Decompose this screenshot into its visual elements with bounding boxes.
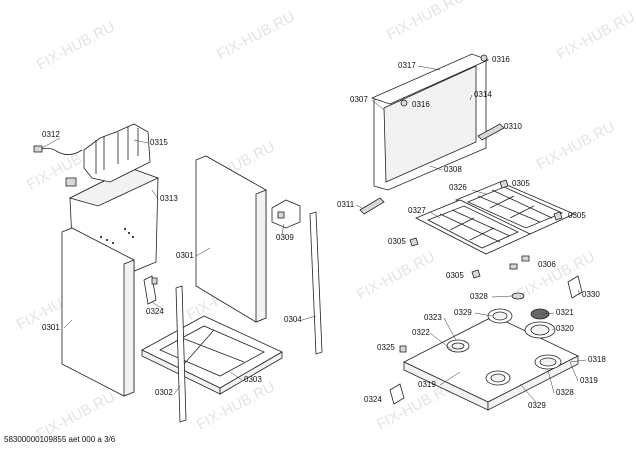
label-0330: 0330 xyxy=(582,290,600,299)
label-0308: 0308 xyxy=(444,165,462,174)
watermark-text: FIX-HUB.RU xyxy=(384,0,468,44)
hinge-0311 xyxy=(359,197,385,215)
label-0303: 0303 xyxy=(244,375,262,384)
watermark-text: FIX-HUB.RU xyxy=(354,248,438,303)
foot-0305-c xyxy=(409,237,419,247)
foot-0305-d xyxy=(471,269,481,279)
label-0325: 0325 xyxy=(377,343,395,352)
label-0305-c: 0305 xyxy=(388,237,406,246)
label-0309: 0309 xyxy=(276,233,294,242)
label-0322: 0322 xyxy=(412,328,430,337)
label-0302: 0302 xyxy=(155,388,173,397)
bracket-0324-bottom xyxy=(389,383,405,405)
label-0301-left: 0301 xyxy=(42,323,60,332)
label-0314: 0314 xyxy=(474,90,492,99)
rail-0302 xyxy=(175,285,187,423)
label-0311: 0311 xyxy=(337,200,355,209)
label-0315: 0315 xyxy=(150,138,168,147)
label-0329-top: 0329 xyxy=(454,308,472,317)
label-0313: 0313 xyxy=(160,194,178,203)
hinge-0316-mid xyxy=(400,99,408,107)
burners xyxy=(446,292,562,386)
footer-code: 58300000109855 aet 000 a 3/6 xyxy=(4,435,116,444)
label-0328-top: 0328 xyxy=(470,292,488,301)
watermark-text: FIX-HUB.RU xyxy=(34,18,118,73)
side-panel-0301-left xyxy=(61,227,135,397)
foot-0306 xyxy=(509,255,530,270)
label-0328-bot: 0328 xyxy=(556,388,574,397)
bracket-0324-mid xyxy=(143,275,158,305)
label-0324-bot: 0324 xyxy=(364,395,382,404)
label-0319-right: 0319 xyxy=(580,376,598,385)
hinge-0310 xyxy=(477,123,505,141)
hinge-0316-top xyxy=(480,54,488,62)
glass-lid-0314 xyxy=(370,53,490,191)
foot-0305-a xyxy=(499,179,509,189)
label-0305-a: 0305 xyxy=(512,179,530,188)
label-0316-mid: 0316 xyxy=(412,100,430,109)
label-0305-d: 0305 xyxy=(446,271,464,280)
rear-frame-0315 xyxy=(65,123,151,187)
label-0320: 0320 xyxy=(556,324,574,333)
label-0306: 0306 xyxy=(538,260,556,269)
grate-0327 xyxy=(415,199,531,255)
label-0307: 0307 xyxy=(350,95,368,104)
label-0305-b: 0305 xyxy=(568,211,586,220)
clip-0325 xyxy=(399,345,407,353)
label-0310: 0310 xyxy=(504,122,522,131)
leader-lines xyxy=(41,65,587,403)
watermark-text: FIX-HUB.RU xyxy=(554,8,636,63)
label-0316-top: 0316 xyxy=(492,55,510,64)
watermark-text: FIX-HUB.RU xyxy=(534,118,618,173)
grate-0326 xyxy=(454,181,575,235)
label-0319-left: 0319 xyxy=(418,380,436,389)
label-0301-mid: 0301 xyxy=(176,251,194,260)
label-0326: 0326 xyxy=(449,183,467,192)
label-0323: 0323 xyxy=(424,313,442,322)
label-0324-mid: 0324 xyxy=(146,307,164,316)
cable-0312 xyxy=(33,145,83,155)
bracket-0330 xyxy=(567,275,583,299)
foot-0305-b xyxy=(553,211,563,221)
side-panel-0301-mid xyxy=(195,155,267,323)
label-0312: 0312 xyxy=(42,130,60,139)
label-0304: 0304 xyxy=(284,315,302,324)
rail-0304 xyxy=(309,211,323,355)
label-0321: 0321 xyxy=(556,308,574,317)
watermark-text: FIX-HUB.RU xyxy=(214,8,298,63)
label-0329-bot: 0329 xyxy=(528,401,546,410)
part-labels: 0312 0315 0313 0301 0324 0301 0309 0304 … xyxy=(42,55,606,410)
label-0317: 0317 xyxy=(398,61,416,70)
label-0318: 0318 xyxy=(588,355,606,364)
bracket-0309 xyxy=(271,199,301,229)
label-0327: 0327 xyxy=(408,206,426,215)
